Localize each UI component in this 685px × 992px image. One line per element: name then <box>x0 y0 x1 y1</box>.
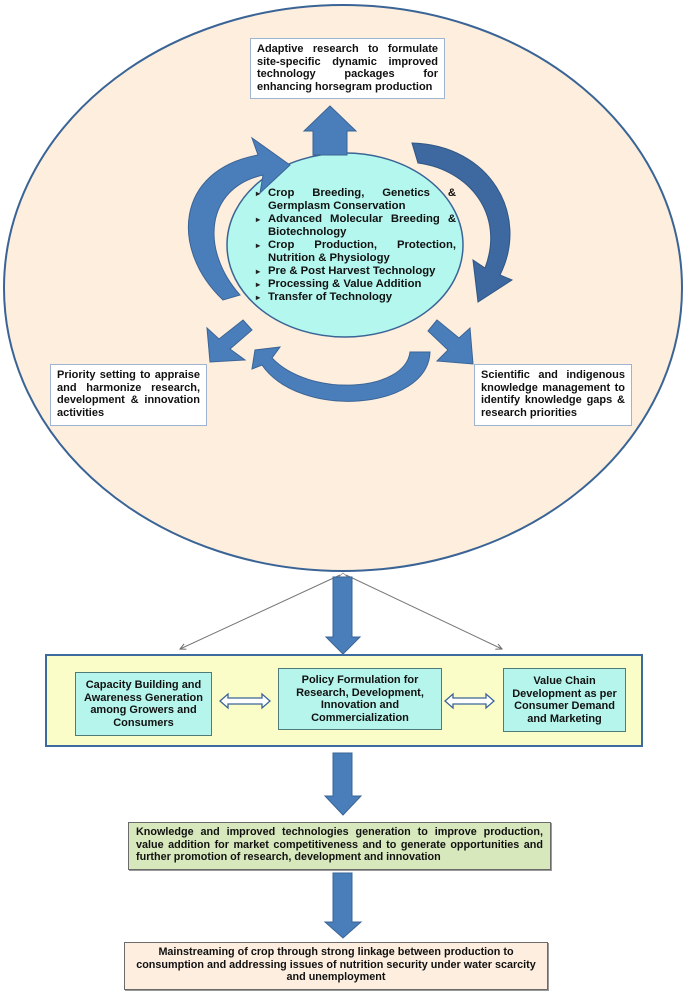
up-arrow-icon <box>302 105 358 156</box>
list-item-label: Crop Production, Protection, Nutrition &… <box>268 239 456 264</box>
bullet-triangle-icon: ▸ <box>256 241 261 250</box>
list-item: ▸ Processing & Value Addition <box>256 278 456 291</box>
down-arrow-2-icon <box>323 752 363 816</box>
bullet-triangle-icon: ▸ <box>256 280 261 289</box>
list-item-label: Advanced Molecular Breeding & Biotechnol… <box>268 213 456 238</box>
curved-arrow-top-left-icon <box>187 136 291 301</box>
policy-formulation-box: Policy Formulation for Research, Develop… <box>278 668 442 730</box>
bullet-triangle-icon: ▸ <box>256 189 261 198</box>
arrow-down-left-icon <box>206 319 253 363</box>
curved-arrow-bottom-icon <box>251 346 431 402</box>
knowledge-generation-box: Knowledge and improved technologies gene… <box>128 822 551 870</box>
list-item: ▸ Crop Production, Protection, Nutrition … <box>256 239 456 265</box>
list-item: ▸ Pre & Post Harvest Technology <box>256 265 456 278</box>
capacity-building-box: Capacity Building and Awareness Generati… <box>75 672 212 736</box>
bullet-triangle-icon: ▸ <box>256 215 261 224</box>
capacity-building-text: Capacity Building and Awareness Generati… <box>83 679 203 729</box>
policy-formulation-text: Policy Formulation for Research, Develop… <box>296 674 424 724</box>
list-item-label: Crop Breeding, Genetics & Germplasm Cons… <box>268 187 456 212</box>
list-item-label: Processing & Value Addition <box>268 278 422 290</box>
curved-arrow-top-right-icon <box>411 142 514 303</box>
list-item: ▸ Crop Breeding, Genetics & Germplasm Con… <box>256 187 456 213</box>
knowledge-management-box: Scientific and indigenous knowledge mana… <box>474 364 632 426</box>
down-arrow-main-icon <box>324 576 362 655</box>
core-research-areas-list: ▸ Crop Breeding, Genetics & Germplasm Con… <box>256 187 456 304</box>
value-chain-box: Value Chain Development as per Consumer … <box>503 668 626 732</box>
down-arrow-3-icon <box>323 872 363 939</box>
value-chain-text: Value Chain Development as per Consumer … <box>512 675 617 725</box>
thin-arrow-right <box>345 574 502 649</box>
mainstreaming-box: Mainstreaming of crop through strong lin… <box>124 942 548 990</box>
bullet-triangle-icon: ▸ <box>256 267 261 276</box>
list-item-label: Transfer of Technology <box>268 291 393 303</box>
adaptive-research-box: Adaptive research to formulate site-spec… <box>250 38 445 99</box>
bullet-triangle-icon: ▸ <box>256 293 261 302</box>
thin-arrow-left <box>180 574 341 649</box>
arrow-down-right-icon <box>427 319 474 365</box>
list-item: ▸ Advanced Molecular Breeding & Biotechno… <box>256 213 456 239</box>
list-item-label: Pre & Post Harvest Technology <box>268 265 436 277</box>
priority-setting-box: Priority setting to appraise and harmoni… <box>50 364 207 426</box>
list-item: ▸ Transfer of Technology <box>256 291 456 304</box>
